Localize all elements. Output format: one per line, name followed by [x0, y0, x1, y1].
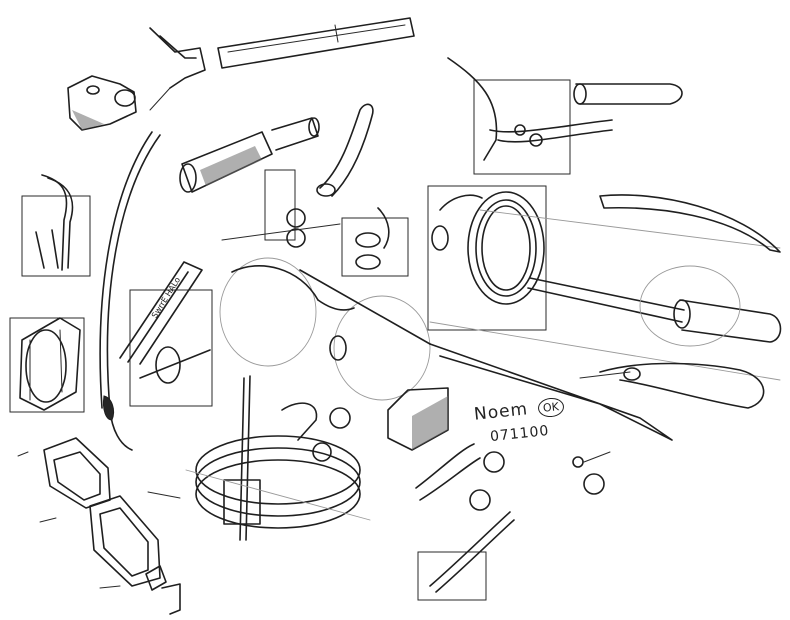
nosepad-box-middle — [341, 207, 409, 277]
hinge-block-sketch — [67, 75, 137, 131]
nose-piece-lower-sketch — [415, 443, 611, 511]
temple-arm-top-sketch — [217, 17, 415, 69]
hinge-bracket-sketch — [149, 27, 206, 111]
round-glasses-sketch — [219, 257, 673, 441]
lower-right-detail-box — [417, 511, 515, 601]
long-temple-curve-sketch — [99, 131, 161, 451]
curved-tip-sketch — [316, 103, 374, 197]
band-clip-sketch — [185, 375, 371, 541]
round-lens-profile-sketch — [427, 185, 782, 381]
cylinder-hinge-sketch — [179, 117, 320, 193]
screw-joint-sketch — [221, 169, 341, 248]
lens-clip-detail-box — [9, 317, 85, 413]
right-ear-tip-sketch — [579, 362, 765, 409]
top-right-hinge-sketch — [447, 57, 683, 175]
right-temple-arm-sketch — [599, 194, 781, 253]
wedge-block-sketch — [387, 387, 449, 451]
bridge-part-sketch — [119, 261, 213, 407]
nosepad-detail-box — [21, 174, 91, 277]
screw-parts-sketch — [17, 451, 181, 589]
folded-frame-sketch — [43, 437, 181, 615]
